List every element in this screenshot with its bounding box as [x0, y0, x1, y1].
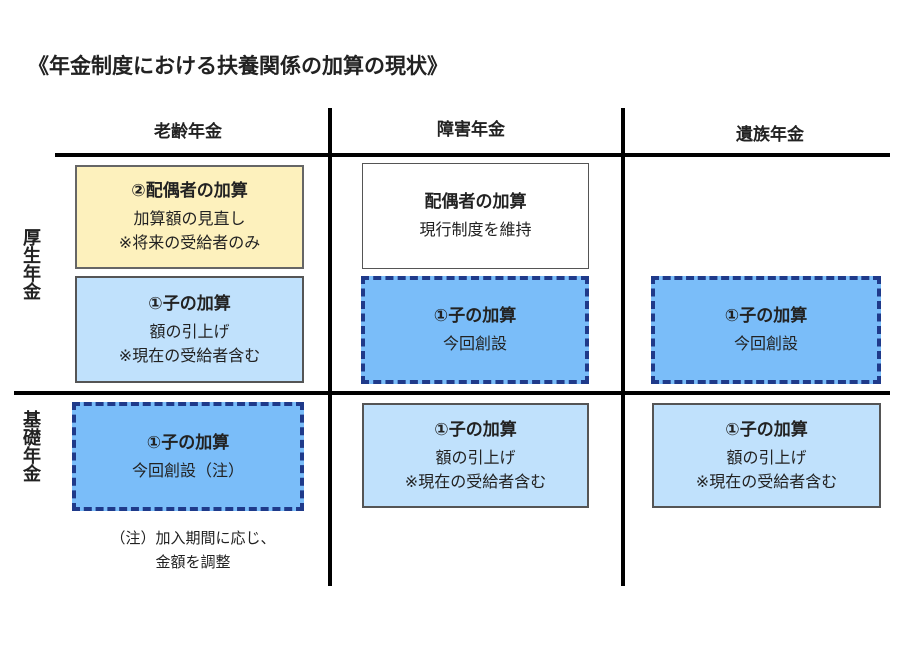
footnote-line: 金額を調整	[155, 553, 231, 571]
box-heading: ②配偶者の加算	[131, 181, 248, 201]
box-line: 今回創設	[733, 334, 798, 353]
row-header-kosei-label: 厚生年金	[20, 228, 41, 300]
box-heading: 配偶者の加算	[424, 192, 527, 212]
box-old-kiso-child: ①子の加算 今回創設（注）	[72, 402, 304, 511]
box-heading: ①子の加算	[148, 293, 231, 314]
box-old-kosei-child: ①子の加算 額の引上げ ※現在の受給者含む	[75, 276, 304, 383]
box-heading: ①子の加算	[146, 432, 230, 453]
box-line: 加算額の見直し	[133, 209, 246, 228]
box-line: ※現在の受給者含む	[118, 345, 261, 365]
box-line: 今回創設	[442, 334, 507, 353]
divider-horizontal-rows	[14, 391, 890, 395]
row-header-kiso: 基礎年金	[18, 410, 42, 488]
footnote: （注）加入期間に応じ、 金額を調整	[78, 526, 308, 574]
column-header-old-age: 老齢年金	[154, 122, 222, 142]
divider-horizontal-header	[55, 153, 890, 157]
box-line: ※現在の受給者含む	[695, 471, 838, 491]
column-header-disability: 障害年金	[437, 120, 505, 140]
divider-vertical-1	[328, 108, 332, 586]
diagram-title: 《年金制度における扶養関係の加算の現状》	[28, 54, 448, 78]
box-heading: ①子の加算	[434, 419, 517, 440]
box-heading: ①子の加算	[433, 306, 517, 326]
box-sur-kosei-child: ①子の加算 今回創設	[651, 276, 881, 384]
box-old-kosei-spouse: ②配偶者の加算 加算額の見直し ※将来の受給者のみ	[75, 165, 304, 269]
box-dis-kosei-spouse: 配偶者の加算 現行制度を維持	[362, 163, 589, 269]
box-heading: ①子の加算	[725, 419, 808, 440]
box-line: 額の引上げ	[149, 321, 230, 341]
box-line: ※将来の受給者のみ	[118, 233, 261, 252]
box-line: 今回創設（注）	[131, 460, 244, 480]
box-line: 現行制度を維持	[419, 220, 532, 239]
divider-vertical-2	[621, 108, 625, 586]
box-heading: ①子の加算	[724, 306, 808, 326]
box-dis-kiso-child: ①子の加算 額の引上げ ※現在の受給者含む	[362, 403, 589, 508]
box-line: 額の引上げ	[435, 447, 516, 467]
box-dis-kosei-child: ①子の加算 今回創設	[361, 276, 589, 384]
box-line: ※現在の受給者含む	[404, 471, 547, 491]
footnote-line: （注）加入期間に応じ、	[110, 529, 276, 547]
box-sur-kiso-child: ①子の加算 額の引上げ ※現在の受給者含む	[652, 403, 881, 508]
row-header-kiso-label: 基礎年金	[20, 410, 41, 482]
box-line: 額の引上げ	[726, 447, 807, 467]
row-header-kosei: 厚生年金	[18, 228, 42, 306]
column-header-survivor: 遺族年金	[736, 125, 804, 145]
